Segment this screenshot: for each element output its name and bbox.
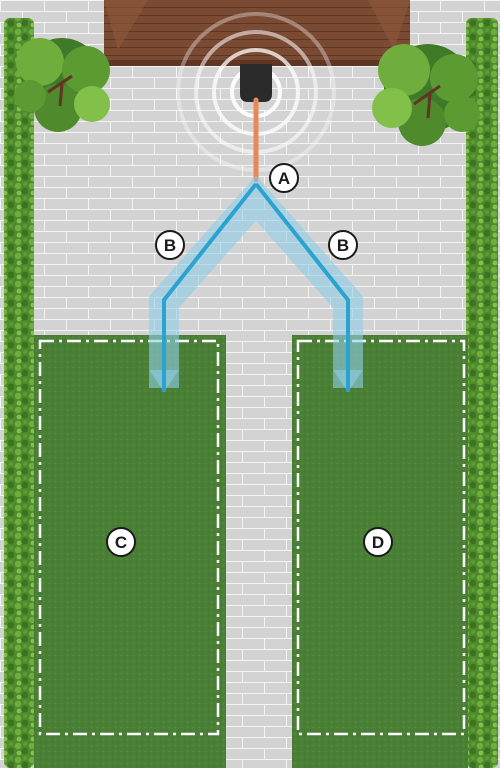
downpipe-outlet bbox=[240, 64, 272, 102]
label-d: D bbox=[363, 527, 393, 557]
drain-pipe-left bbox=[162, 182, 258, 392]
zone-outline-left bbox=[38, 339, 220, 736]
tree-right bbox=[372, 44, 480, 146]
label-b-left: B bbox=[155, 230, 185, 260]
drain-pipe-right bbox=[254, 182, 350, 392]
hedge-left bbox=[4, 18, 34, 768]
label-a: A bbox=[269, 163, 299, 193]
tree-left bbox=[14, 38, 110, 132]
label-b-right: B bbox=[328, 230, 358, 260]
label-c: C bbox=[106, 527, 136, 557]
zone-outline-right bbox=[296, 339, 466, 736]
hedge-right bbox=[466, 18, 498, 768]
